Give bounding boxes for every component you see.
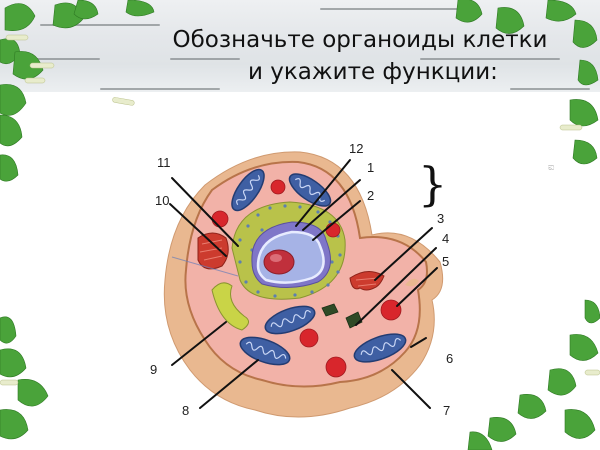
label-1: 1 bbox=[367, 160, 375, 175]
membrane-notch bbox=[405, 278, 419, 287]
label-3: 3 bbox=[437, 211, 445, 226]
label-4: 4 bbox=[442, 231, 450, 246]
bark-streak bbox=[100, 88, 220, 90]
centrioles bbox=[197, 232, 385, 291]
label-2: 2 bbox=[367, 188, 375, 203]
nucleus bbox=[251, 221, 331, 288]
bark-streak bbox=[170, 58, 240, 60]
label-7: 7 bbox=[443, 403, 451, 418]
label-8: 8 bbox=[182, 403, 190, 418]
label-10: 10 bbox=[155, 193, 170, 208]
mitochondria bbox=[231, 168, 407, 366]
bark-streak bbox=[510, 88, 590, 90]
ribosomes bbox=[211, 179, 402, 378]
bark-streak bbox=[10, 58, 100, 60]
bark-streak bbox=[420, 58, 560, 60]
label-11: 11 bbox=[157, 155, 171, 170]
label-6: 6 bbox=[446, 351, 454, 366]
label-9: 9 bbox=[150, 362, 158, 377]
bark-streak bbox=[320, 8, 480, 10]
page-title: Обозначьте органоиды клетки и укажите фу… bbox=[150, 24, 570, 88]
label-5: 5 bbox=[442, 254, 450, 269]
title-line-2: и укажите функции: bbox=[248, 59, 498, 85]
label-12: 12 bbox=[349, 141, 364, 156]
sketch-mark: ಐ bbox=[548, 162, 555, 173]
label-leader-lines bbox=[169, 159, 438, 409]
golgi-apparatus bbox=[211, 282, 249, 331]
animal-cell-illustration bbox=[163, 151, 444, 418]
curly-brace: } bbox=[418, 157, 447, 211]
title-line-1: Обозначьте органоиды клетки bbox=[172, 27, 548, 53]
bark-streak bbox=[40, 24, 160, 26]
nucleolus bbox=[263, 249, 295, 275]
